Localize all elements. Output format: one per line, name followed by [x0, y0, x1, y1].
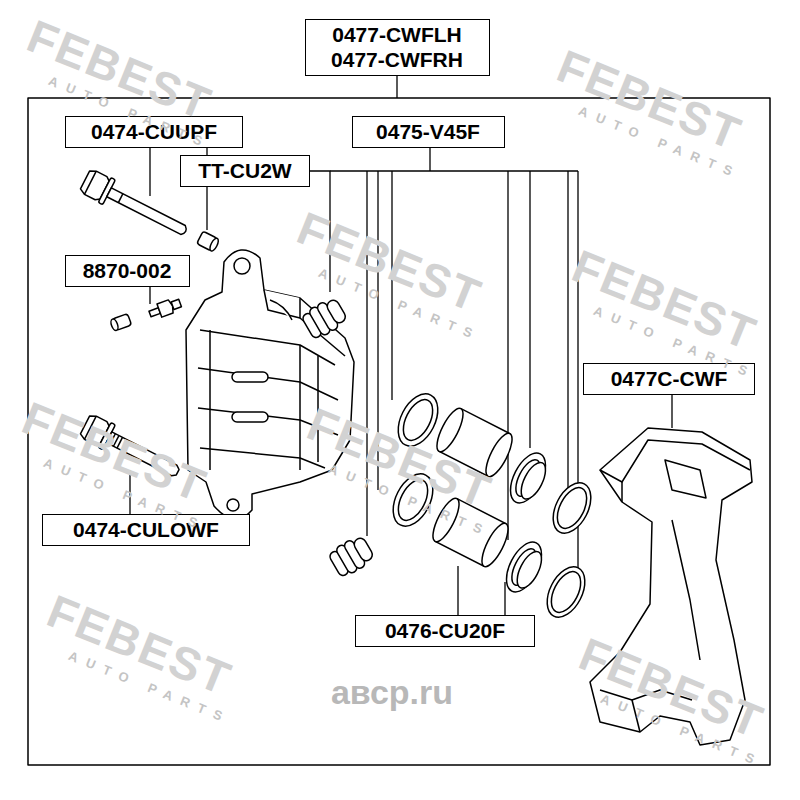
assembly-frame	[28, 98, 770, 765]
watermark-subtitle: AUTO PARTS	[67, 648, 233, 727]
caliper-bracket	[590, 428, 752, 745]
watermark: FEBEST	[20, 9, 220, 132]
watermark-subtitle: AUTO PARTS	[327, 461, 493, 540]
part-number: 0475-V45F	[376, 119, 480, 144]
part-number: 0477-CWFLH	[332, 22, 462, 47]
part-number-box: 0474-CULOWF	[42, 514, 250, 546]
bleeder-cap	[110, 314, 132, 332]
bleeder-screw	[148, 296, 183, 320]
part-number-box: 0477C-CWF	[583, 363, 755, 395]
part-number: TT-CU2W	[198, 158, 291, 183]
part-number-box: TT-CU2W	[180, 155, 310, 187]
pistons	[428, 405, 517, 570]
part-number-box: 8870-002	[65, 255, 190, 287]
watermark: FEBEST	[300, 397, 500, 520]
part-number: 0476-CU20F	[385, 618, 505, 643]
part-number-box: 0475-V45F	[352, 116, 505, 148]
upper-guide-bolt	[79, 168, 192, 244]
part-number: 0474-CULOWF	[73, 517, 219, 542]
watermark: FEBEST	[565, 239, 765, 362]
part-number: 0474-CUUPF	[91, 119, 217, 144]
lower-guide-bolt	[79, 413, 184, 485]
watermark: FEBEST	[550, 39, 750, 162]
part-number: 8870-002	[83, 258, 172, 283]
watermark-subtitle: AUTO PARTS	[599, 691, 765, 770]
watermark: FEBEST	[40, 584, 240, 707]
guide-bushing	[197, 231, 220, 252]
watermark-subtitle: AUTO PARTS	[47, 73, 213, 152]
guide-boot-upper	[300, 296, 349, 341]
watermark-subtitle: AUTO PARTS	[42, 455, 208, 534]
watermark: FEBEST	[572, 627, 772, 750]
watermark-subtitle: AUTO PARTS	[577, 103, 743, 182]
leader-lines	[130, 75, 672, 617]
guide-boot-lower	[327, 534, 376, 579]
site-logo: авср.ru	[331, 673, 453, 712]
caliper-body	[186, 250, 354, 519]
piston-boots	[499, 448, 553, 598]
watermark: FEBEST	[15, 391, 215, 514]
watermark: FEBEST	[290, 201, 490, 324]
watermark-subtitle: AUTO PARTS	[592, 303, 758, 382]
part-number-box: 0476-CU20F	[355, 615, 535, 647]
part-number: 0477C-CWF	[611, 366, 728, 391]
part-number-box: 0477-CWFLH0477-CWFRH	[305, 19, 490, 76]
part-number: 0477-CWFRH	[331, 47, 463, 72]
piston-seals	[385, 387, 598, 623]
watermark-subtitle: AUTO PARTS	[317, 265, 483, 344]
part-number-box: 0474-CUUPF	[65, 116, 243, 148]
